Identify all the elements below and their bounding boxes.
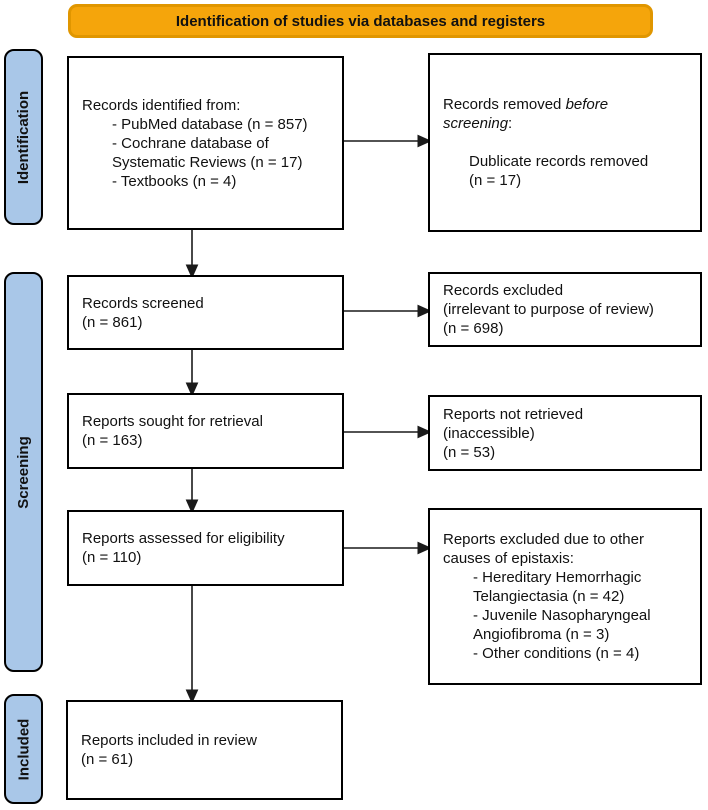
- text-line: (n = 17): [469, 172, 522, 189]
- text-line: - Cochrane database of: [112, 134, 269, 152]
- text-line: Telangiectasia (n = 42): [473, 588, 625, 605]
- text-line: - Other conditions (n = 4): [473, 645, 640, 662]
- text-line: (n = 698): [443, 320, 504, 337]
- text-line: Dublicate records removed: [469, 153, 649, 170]
- text-line: Systematic Reviews (n = 17): [112, 153, 303, 171]
- text-line: Reports sought for retrieval: [82, 413, 263, 430]
- text-line: - Textbooks (n = 4): [112, 172, 237, 190]
- text-line: screening:: [443, 115, 513, 132]
- text-line: Angiofibroma (n = 3): [473, 626, 610, 643]
- box-records-excluded-text: Records excluded (irrelevant to purpose o…: [430, 281, 658, 338]
- text-line: Reports excluded due to other: [443, 531, 644, 548]
- text-line: Records removed before: [443, 96, 609, 113]
- text-line: (n = 53): [443, 443, 496, 461]
- stage-screening: Screening: [4, 272, 43, 672]
- text-line: causes of epistaxis:: [443, 550, 574, 567]
- box-reports-sought: Reports sought for retrieval (n = 163): [67, 393, 344, 469]
- box-records-removed: Records removed before screening: Dublica…: [428, 53, 702, 232]
- text-line: (n = 163): [82, 432, 143, 449]
- text-line: - PubMed database (n = 857): [112, 115, 308, 133]
- stage-included: Included: [4, 694, 43, 804]
- banner-title-label: Identification of studies via databases …: [175, 12, 546, 30]
- text-line: Reports included in review: [81, 732, 257, 749]
- box-records-screened-text: Records screened(n = 861): [69, 294, 208, 332]
- box-reports-excluded-text: Reports excluded due to other causes of e…: [430, 530, 655, 663]
- text-line: [443, 133, 648, 152]
- text-line: Reports assessed for eligibility: [82, 530, 285, 547]
- stage-screening-label: Screening: [15, 435, 32, 509]
- box-reports-assessed: Reports assessed for eligibility (n = 110…: [67, 510, 344, 586]
- stage-identification-label: Identification: [15, 90, 32, 184]
- text-line: - Hereditary Hemorrhagic: [473, 569, 642, 586]
- box-reports-included: Reports included in review (n = 61): [66, 700, 343, 800]
- text-line: (inaccessible): [443, 424, 535, 442]
- box-records-excluded: Records excluded (irrelevant to purpose o…: [428, 272, 702, 347]
- text-line: Records screened: [82, 294, 204, 312]
- text-line: (n = 61): [81, 751, 134, 768]
- text-line: - Juvenile Nasopharyngeal: [473, 607, 651, 624]
- stage-included-label: Included: [15, 718, 33, 780]
- box-records-screened: Records screened(n = 861): [67, 275, 344, 350]
- text-line: Reports not retrieved: [443, 405, 584, 423]
- box-reports-not-retrieved: Reports not retrieved(inaccessible)(n = …: [428, 395, 702, 471]
- box-reports-included-text: Reports included in review (n = 61): [68, 731, 261, 769]
- box-reports-not-retrieved-text: Reports not retrieved(inaccessible)(n = …: [430, 405, 587, 462]
- box-records-identified-text: Records identified from:- PubMed databas…: [69, 96, 312, 191]
- text-line: (irrelevant to purpose of review): [443, 301, 654, 318]
- box-reports-sought-text: Reports sought for retrieval (n = 163): [69, 412, 267, 450]
- box-records-identified: Records identified from:- PubMed databas…: [67, 56, 344, 230]
- box-reports-excluded: Reports excluded due to other causes of e…: [428, 508, 702, 685]
- text-line: (n = 861): [82, 313, 143, 331]
- text-line: Records identified from:: [82, 96, 241, 114]
- box-records-removed-text: Records removed before screening: Dublica…: [430, 95, 652, 190]
- stage-identification: Identification: [4, 49, 43, 225]
- text-line: (n = 110): [82, 549, 142, 566]
- text-line: Records excluded: [443, 282, 564, 299]
- banner-title: Identification of studies via databases …: [68, 4, 653, 38]
- box-reports-assessed-text: Reports assessed for eligibility (n = 110…: [69, 529, 289, 567]
